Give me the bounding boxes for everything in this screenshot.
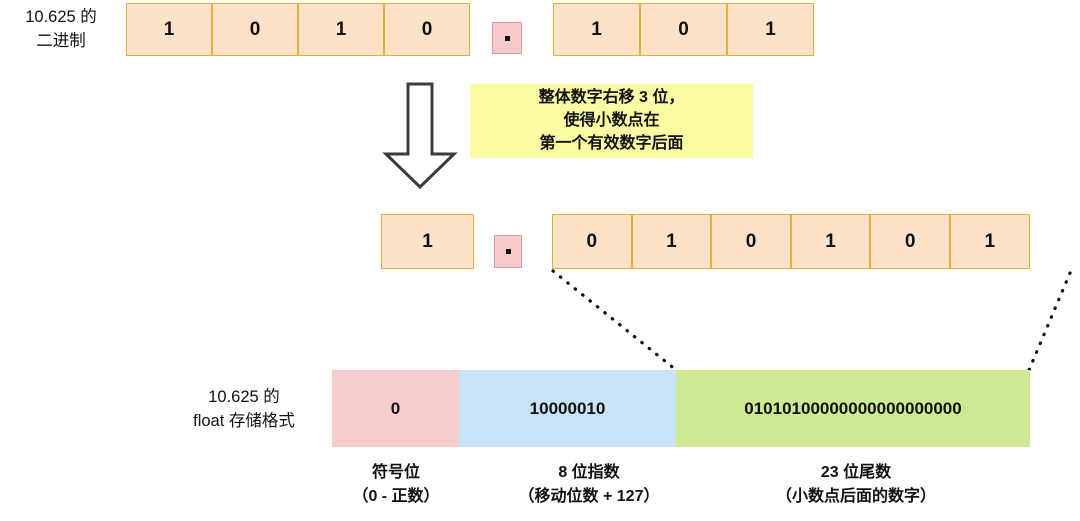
normalized-mantissa-bit-1: 1 bbox=[631, 214, 712, 269]
float-format-label: 10.625 的 float 存储格式 bbox=[193, 388, 295, 430]
shift-annotation-note: 整体数字右移 3 位， 使得小数点在 第一个有效数字后面 bbox=[470, 84, 753, 158]
normalized-mantissa-bit-3: 1 bbox=[790, 214, 871, 269]
normalized-radix-point-box bbox=[494, 235, 522, 268]
binary-frac-bit-1: 0 bbox=[640, 3, 727, 56]
normalized-mantissa-bit-0: 0 bbox=[552, 214, 632, 269]
binary-int-bit-2: 1 bbox=[298, 3, 384, 56]
normalized-mantissa-bit-5: 1 bbox=[950, 214, 1030, 269]
binary-row-label: 10.625 的 二进制 bbox=[25, 8, 97, 50]
binary-int-bit-1: 0 bbox=[212, 3, 298, 56]
sign-bit-caption: 符号位 （0 - 正数） bbox=[352, 464, 440, 505]
binary-int-bit-0: 1 bbox=[126, 3, 212, 56]
binary-int-bit-3: 0 bbox=[384, 3, 470, 56]
sign-bit-segment: 0 bbox=[332, 370, 459, 447]
normalized-mantissa-bit-4: 0 bbox=[870, 214, 950, 269]
binary-radix-point-box bbox=[492, 22, 522, 54]
down-arrow-icon bbox=[378, 82, 462, 190]
float-storage-bar: 0 10000010 01010100000000000000000 bbox=[332, 370, 1030, 447]
normalized-mantissa-bit-2: 0 bbox=[711, 214, 791, 269]
binary-frac-bit-2: 1 bbox=[727, 3, 814, 56]
binary-frac-bit-0: 1 bbox=[553, 3, 640, 56]
radix-point-icon bbox=[504, 35, 510, 41]
exponent-caption: 8 位指数 （移动位数 + 127） bbox=[518, 464, 660, 505]
normalized-leading-bit: 1 bbox=[381, 214, 474, 269]
mantissa-caption: 23 位尾数 （小数点后面的数字） bbox=[775, 464, 936, 505]
mantissa-segment: 01010100000000000000000 bbox=[676, 370, 1030, 447]
radix-point-icon bbox=[505, 249, 511, 254]
exponent-segment: 10000010 bbox=[459, 370, 676, 447]
